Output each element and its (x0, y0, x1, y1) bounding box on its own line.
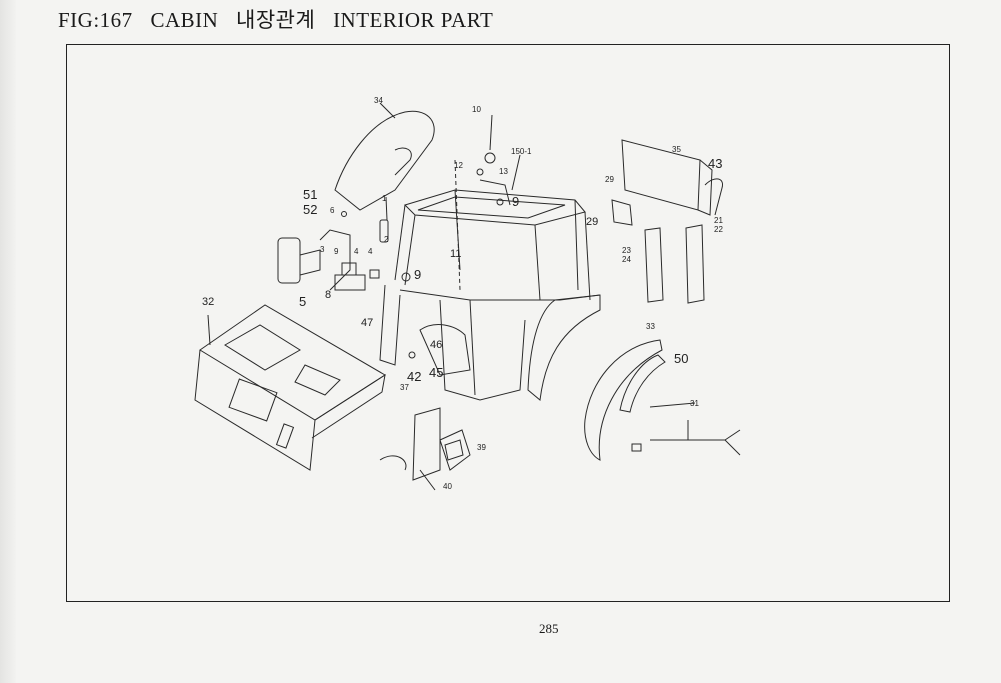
callout-150-1: 150-1 (511, 147, 532, 156)
fig-number: FIG:167 (58, 8, 133, 32)
fig-section: CABIN (150, 8, 219, 32)
callout-11: 11 (450, 248, 462, 260)
callout-31: 31 (690, 399, 699, 408)
callout-9-top: 9 (512, 194, 520, 209)
callout-34: 34 (374, 96, 383, 105)
floor-panel-part (194, 304, 386, 471)
callout-37: 37 (400, 383, 409, 392)
figure-title: FIG:167 CABIN 내장관계 INTERIOR PART (58, 4, 505, 34)
callout-50: 50 (674, 351, 689, 366)
callout-12: 12 (454, 161, 463, 170)
callout-24: 24 (622, 255, 631, 264)
scan-edge (0, 0, 16, 683)
callout-23: 23 (622, 246, 631, 255)
callout-52: 52 (303, 202, 318, 217)
hardware-parts (334, 196, 416, 359)
callout-2: 2 (384, 235, 389, 244)
callout-5: 5 (299, 294, 307, 309)
callout-43: 43 (708, 156, 723, 171)
fig-english-title: INTERIOR PART (333, 8, 494, 32)
roof-liner-part (334, 102, 435, 211)
callout-8: 8 (325, 289, 332, 301)
pillar-trim-parts (644, 224, 705, 304)
callout-3: 3 (320, 245, 325, 254)
callout-13: 13 (499, 167, 508, 176)
callout-40: 40 (443, 482, 452, 491)
cabin-frame-part (379, 114, 601, 401)
callout-1: 1 (382, 194, 387, 203)
callout-29-lower: 29 (586, 216, 599, 228)
callout-35: 35 (672, 145, 681, 154)
callout-42: 42 (407, 369, 422, 384)
callout-9-lower: 9 (414, 267, 422, 282)
callout-33: 33 (646, 322, 655, 331)
callout-47: 47 (361, 317, 374, 329)
console-part (379, 407, 471, 491)
fig-korean-title: 내장관계 (236, 8, 316, 32)
diagram-frame (66, 44, 950, 602)
callout-10: 10 (472, 105, 481, 114)
mount-assembly-part (631, 402, 741, 456)
callout-45: 45 (429, 365, 444, 380)
callout-32: 32 (202, 296, 215, 308)
page-number: 285 (539, 621, 559, 636)
callout-22: 22 (714, 225, 723, 234)
callout-6: 6 (330, 206, 335, 215)
fender-part (584, 339, 666, 461)
callout-46: 46 (430, 339, 443, 351)
callout-51: 51 (303, 187, 318, 202)
callout-4a: 4 (354, 247, 359, 256)
callout-9-mid: 9 (334, 247, 339, 256)
mirror-part (277, 229, 351, 291)
callout-29-upper: 29 (605, 175, 614, 184)
callout-4b: 4 (368, 247, 373, 256)
callout-39: 39 (477, 443, 486, 452)
side-upper-panel-part (611, 139, 724, 226)
callout-21: 21 (714, 216, 723, 225)
